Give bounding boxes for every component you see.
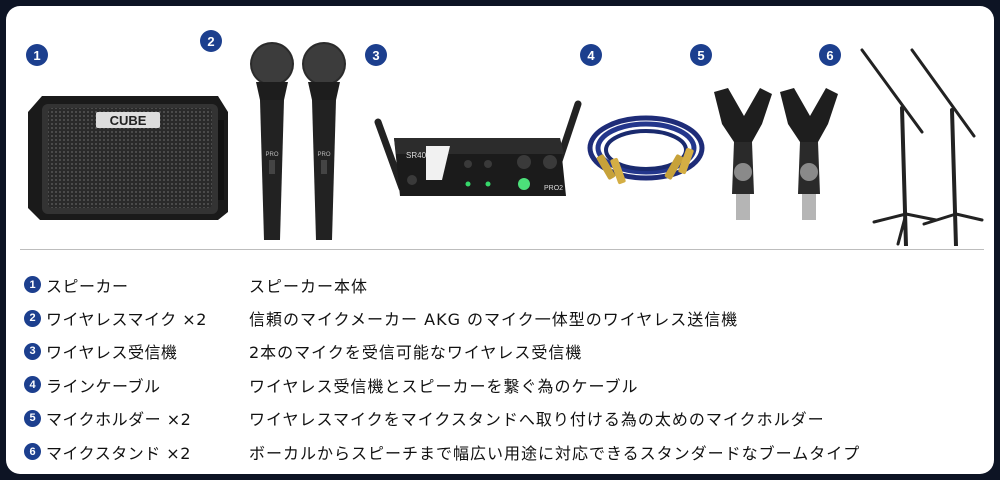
product-contents-panel: 1 2 3 4 5 6 CUBE PRO — [6, 6, 994, 474]
item-number-badge: 5 — [24, 409, 41, 427]
item-description: 信頼のマイクメーカー AKG のマイク一体型のワイヤレス送信機 — [249, 310, 739, 330]
item-number-badge: 2 — [200, 30, 222, 52]
mic-label: PRO — [317, 152, 330, 158]
contents-list: 1 スピーカー スピーカー本体 2 ワイヤレスマイク ×2 信頼のマイクメーカー… — [24, 268, 984, 468]
item-description: ワイヤレス受信機とスピーカーを繋ぐ為のケーブル — [249, 376, 639, 396]
wireless-receiver-icon: SR40 PRO2 — [374, 100, 582, 196]
item-number-badge: 2 — [24, 309, 41, 327]
item-number-badge: 3 — [365, 44, 387, 66]
list-item: 3 ワイヤレス受信機 2本のマイクを受信可能なワイヤレス受信機 — [24, 335, 984, 368]
item-number-badge: 5 — [690, 44, 712, 66]
item-number-badge: 3 — [24, 342, 41, 360]
mic-holder-icon — [714, 88, 838, 220]
list-item: 1 スピーカー スピーカー本体 — [24, 268, 984, 301]
list-item: 2 ワイヤレスマイク ×2 信頼のマイクメーカー AKG のマイク一体型のワイヤ… — [24, 301, 984, 334]
item-number-badge: 6 — [819, 44, 841, 66]
wireless-microphone-icon: PRO PRO — [250, 42, 346, 240]
amplifier-speaker-icon: CUBE — [28, 96, 228, 220]
item-description: スピーカー本体 — [249, 276, 369, 296]
list-item: 5 マイクホルダー ×2 ワイヤレスマイクをマイクスタンドへ取り付ける為の太めの… — [24, 402, 984, 435]
item-number-badge: 6 — [24, 443, 41, 461]
mic-label: PRO — [265, 152, 278, 158]
item-name: マイクホルダー ×2 — [46, 410, 192, 430]
item-description: ボーカルからスピーチまで幅広い用途に対応できるスタンダードなブームタイプ — [249, 443, 861, 463]
item-number-badge: 4 — [24, 376, 41, 394]
item-name: ワイヤレス受信機 — [46, 343, 178, 363]
item-description: 2本のマイクを受信可能なワイヤレス受信機 — [249, 343, 583, 363]
item-description: ワイヤレスマイクをマイクスタンドへ取り付ける為の太めのマイクホルダー — [249, 410, 825, 430]
receiver-model-label: SR40 — [406, 151, 427, 160]
list-item: 6 マイクスタンド ×2 ボーカルからスピーチまで幅広い用途に対応できるスタンダ… — [24, 435, 984, 468]
item-number-badge: 4 — [580, 44, 602, 66]
item-name: ラインケーブル — [46, 376, 161, 396]
item-name: ワイヤレスマイク ×2 — [46, 310, 207, 330]
receiver-brand-label: PRO2 — [544, 185, 563, 192]
item-number-badge: 1 — [24, 276, 41, 294]
list-item: 4 ラインケーブル ワイヤレス受信機とスピーカーを繋ぐ為のケーブル — [24, 368, 984, 401]
amp-brand-label: CUBE — [110, 113, 147, 128]
item-name: スピーカー — [46, 276, 129, 296]
item-number-badge: 1 — [26, 44, 48, 66]
line-cable-icon — [587, 115, 705, 185]
section-divider — [20, 249, 984, 250]
item-name: マイクスタンド ×2 — [46, 443, 191, 463]
mic-stand-icon — [860, 48, 984, 246]
